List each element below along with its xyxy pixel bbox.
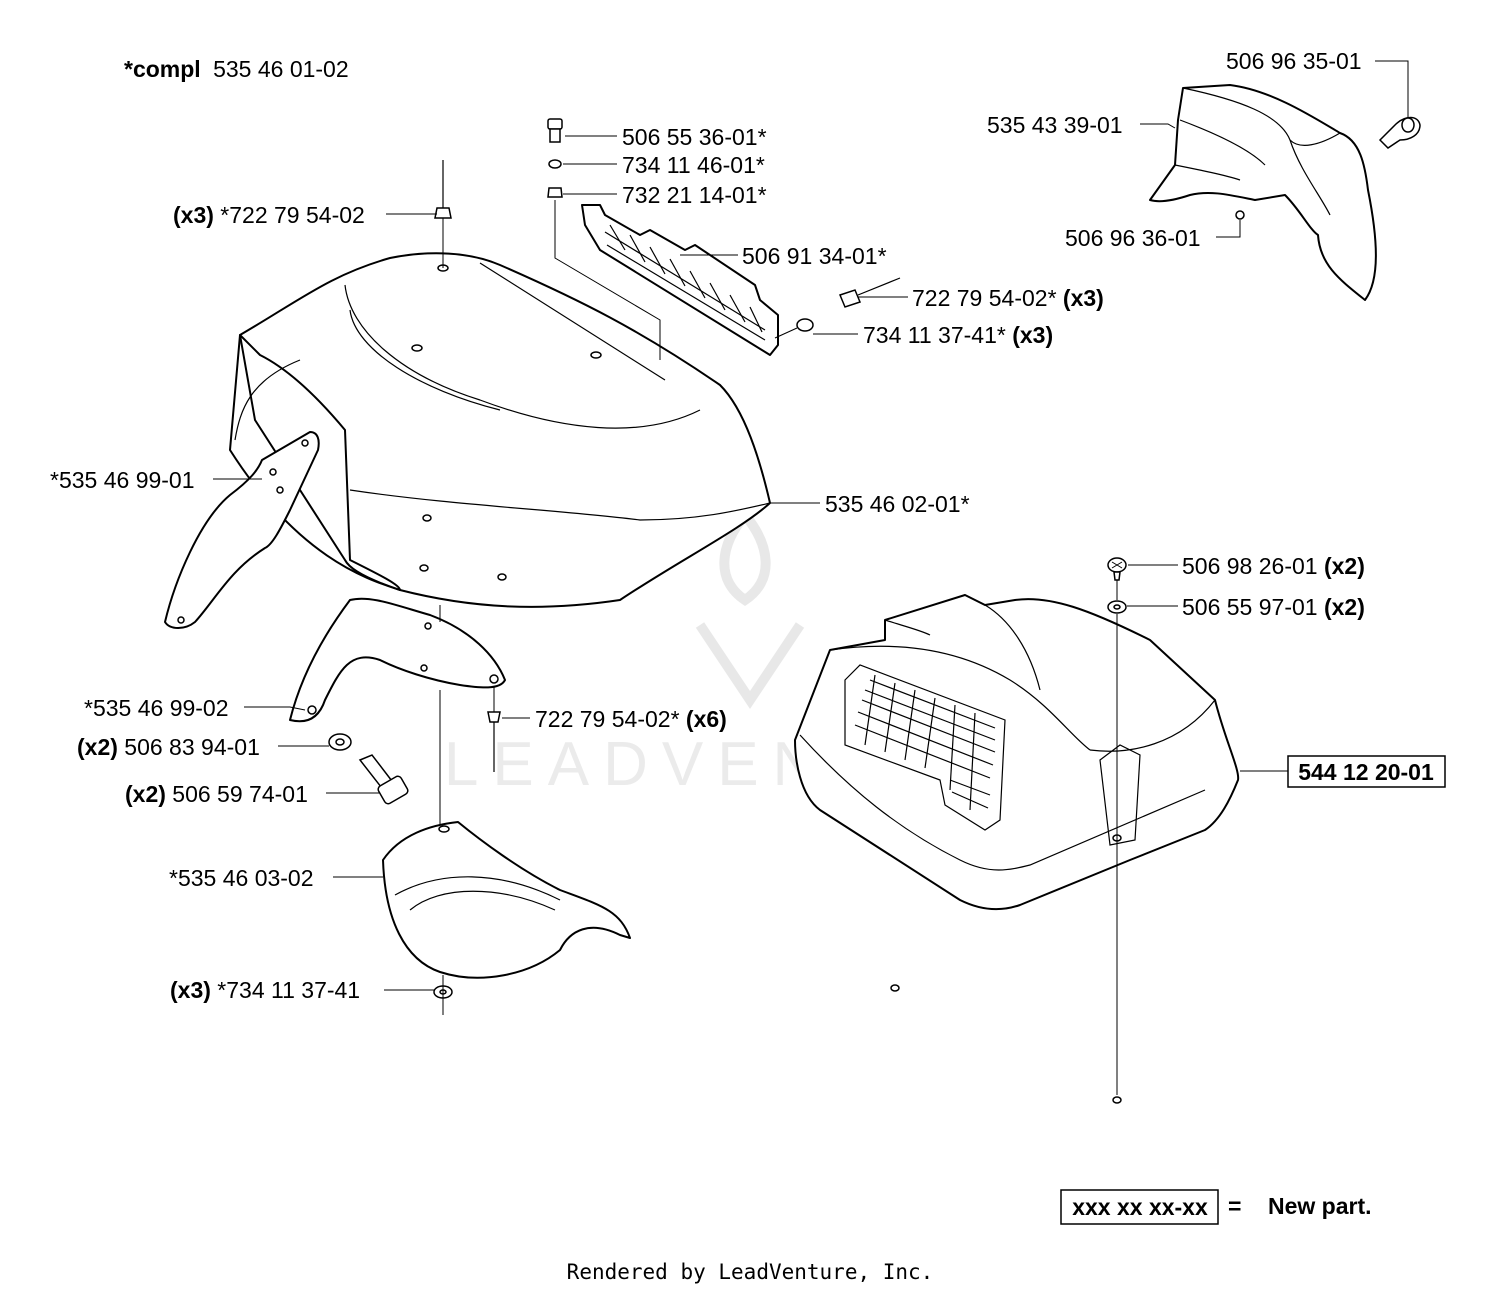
new-part-544-12-20-01: 544 12 20-01 (1287, 755, 1446, 788)
compl-prefix: *compl (124, 56, 201, 82)
side-bracket-lower (289, 597, 506, 723)
cover-knob (1378, 116, 1421, 149)
new-part-legend: xxx xx xx-xx = New part. (1060, 1189, 1372, 1225)
label-722-79-54-02-grille: 722 79 54-02* (x3) (912, 285, 1104, 311)
label-722-79-54-02-upper: (x3) *722 79 54-02 (173, 202, 365, 228)
label-506-55-97-01: 506 55 97-01 (x2) (1182, 594, 1365, 620)
label-734-11-37-41-bottom: (x3) *734 11 37-41 (170, 977, 360, 1003)
label-732-21-14-01: 732 21 14-01* (622, 182, 767, 208)
label-535-46-03-02: *535 46 03-02 (169, 865, 314, 891)
label-506-91-34-01: 506 91 34-01* (742, 243, 887, 269)
label-506-83-94-01: (x2) 506 83 94-01 (77, 734, 260, 760)
lower-pin (1112, 1096, 1122, 1104)
label-506-98-26-01: 506 98 26-01 (x2) (1182, 553, 1365, 579)
label-506-96-35-01: 506 96 35-01 (1226, 48, 1362, 74)
hood-cover (229, 252, 771, 608)
footer-credit: Rendered by LeadVenture, Inc. (567, 1260, 934, 1284)
grille-mesh (604, 224, 766, 341)
rivet-lower (487, 686, 501, 772)
legend-sample: xxx xx xx-xx (1072, 1194, 1208, 1220)
compl-assembly-label: *compl 535 46 01-02 (124, 56, 349, 82)
lower-bowl (382, 821, 631, 979)
rivet-grille (838, 277, 901, 308)
label-506-59-74-01: (x2) 506 59 74-01 (125, 781, 308, 807)
screw-large-cover (1107, 557, 1127, 581)
label-734-11-46-01: 734 11 46-01* (622, 152, 765, 178)
legend-equals: = (1228, 1193, 1241, 1219)
legend-meaning: New part. (1268, 1193, 1372, 1219)
label-544-12-20-01: 544 12 20-01 (1298, 759, 1434, 785)
label-535-43-39-01: 535 43 39-01 (987, 112, 1123, 138)
label-535-46-99-01: *535 46 99-01 (50, 467, 195, 493)
side-bracket-upper (164, 431, 320, 629)
large-cover (794, 594, 1240, 911)
loose-pin (890, 984, 900, 992)
large-cover-mesh (854, 674, 996, 811)
label-535-46-99-02: *535 46 99-02 (84, 695, 229, 721)
grille-plate (581, 204, 779, 356)
bolt-lower (358, 754, 409, 805)
compl-number: 535 46 01-02 (213, 56, 349, 82)
washer-grille (796, 318, 814, 332)
label-535-46-02-01: 535 46 02-01* (825, 491, 970, 517)
bolt-stack (547, 118, 661, 360)
upper-shroud (1149, 84, 1377, 301)
label-506-96-36-01: 506 96 36-01 (1065, 225, 1201, 251)
label-506-55-36-01: 506 55 36-01* (622, 124, 767, 150)
rivet-upper (434, 160, 452, 240)
label-734-11-37-41-grille: 734 11 37-41* (x3) (863, 322, 1053, 348)
label-722-79-54-02-lower: 722 79 54-02* (x6) (535, 706, 727, 732)
